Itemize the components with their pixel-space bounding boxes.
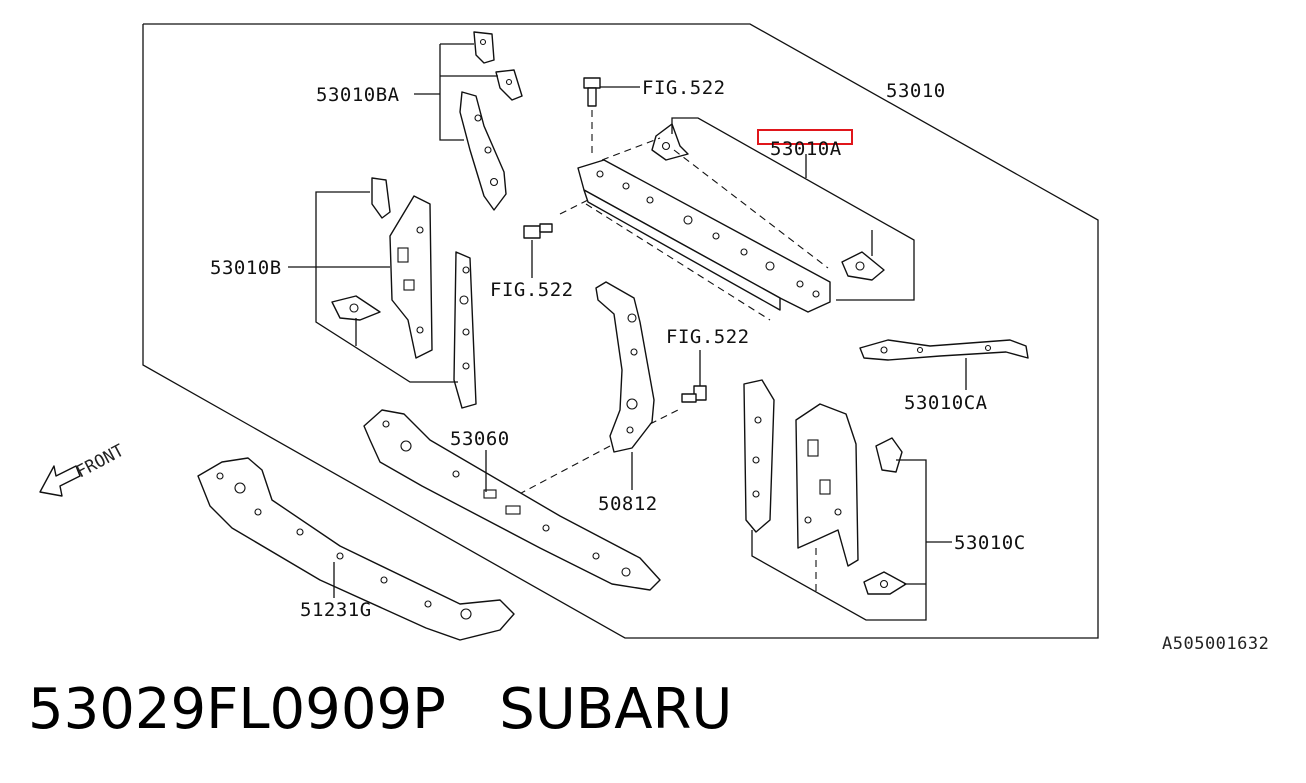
part-50812 <box>507 281 683 501</box>
callout-53010BA: 53010BA <box>316 84 400 106</box>
bolt-left <box>523 223 553 278</box>
callout-fig522-top: FIG.522 <box>642 77 726 99</box>
part-53010BA <box>414 31 523 211</box>
caption-brand: SUBARU <box>499 677 733 742</box>
caption-part-number: 53029FL0909P <box>28 677 446 742</box>
part-53060 <box>363 409 661 591</box>
callout-53010: 53010 <box>886 80 946 102</box>
part-51231G <box>197 457 515 641</box>
parts-diagram: FRONT 53010 53010BA 53010A 53010B FIG.52… <box>39 23 1099 641</box>
callout-fig522-left: FIG.522 <box>490 279 574 301</box>
bolt-top <box>583 77 640 158</box>
callout-50812: 50812 <box>598 493 658 515</box>
bolt-mid <box>681 350 707 403</box>
callout-53010B: 53010B <box>210 257 282 279</box>
callout-53010C: 53010C <box>954 532 1026 554</box>
caption: 53029FL0909P SUBARU <box>28 682 732 738</box>
part-53010A <box>559 117 915 321</box>
callout-fig522-mid: FIG.522 <box>666 326 750 348</box>
front-label: FRONT <box>73 441 128 483</box>
callout-53010A: 53010A <box>770 138 842 160</box>
reference-code: A505001632 <box>1162 634 1270 654</box>
callout-53010CA: 53010CA <box>904 392 988 414</box>
part-53010C <box>743 379 952 621</box>
part-53010B <box>288 177 477 409</box>
callout-53060: 53060 <box>450 428 510 450</box>
callout-51231G: 51231G <box>300 599 372 621</box>
assembly-outline <box>142 23 1099 639</box>
front-arrow-icon <box>39 465 81 497</box>
highlight-box <box>757 129 853 145</box>
part-53010CA <box>859 339 1029 390</box>
